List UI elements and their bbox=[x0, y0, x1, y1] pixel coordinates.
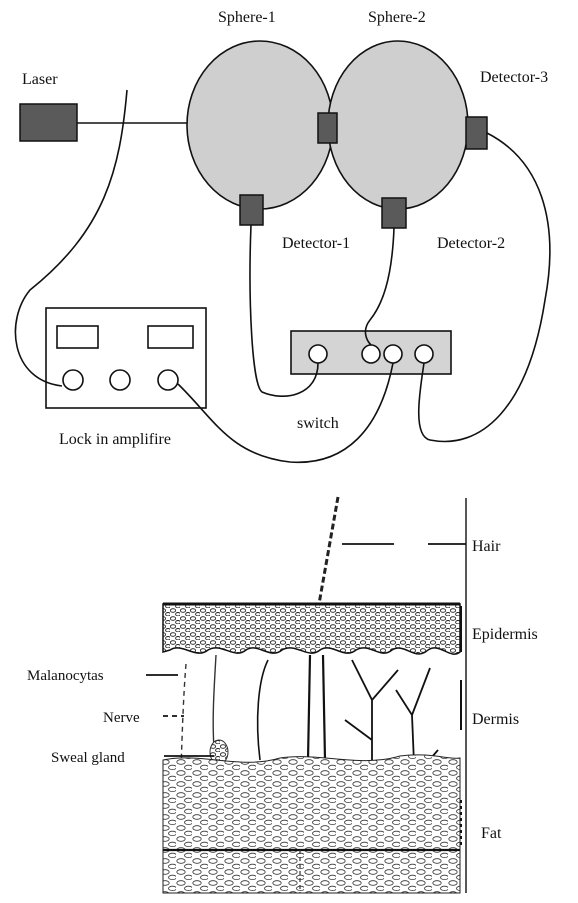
switch-port-4 bbox=[415, 345, 433, 363]
sphere-1-label: Sphere-1 bbox=[218, 9, 276, 26]
amplifier-label: Lock in amplifire bbox=[59, 431, 171, 448]
amplifier-knob-right bbox=[158, 370, 178, 390]
optical-setup: Laser Sphere-1 Sphere-2 Detector-1 Detec… bbox=[15, 9, 549, 462]
detector-2-box bbox=[382, 198, 406, 228]
hair-shaft bbox=[319, 497, 338, 604]
blood-vessel-left bbox=[258, 660, 268, 760]
switch-port-3 bbox=[384, 345, 402, 363]
sphere-2-label: Sphere-2 bbox=[368, 9, 426, 26]
laser-label: Laser bbox=[22, 71, 58, 88]
epidermis-label: Epidermis bbox=[472, 626, 538, 643]
fat-layer bbox=[163, 755, 460, 893]
wire-detector-2-to-switch bbox=[365, 228, 394, 345]
sphere-2 bbox=[328, 41, 468, 209]
nerve-label: Nerve bbox=[103, 710, 140, 726]
amplifier-knob-left bbox=[63, 370, 83, 390]
sweat-gland-duct bbox=[213, 655, 216, 748]
switch-port-2 bbox=[362, 345, 380, 363]
wire-switch-to-amplifier bbox=[178, 363, 393, 462]
skin-cross-section: Hair Epidermis Dermis Fat Malanocytas Ne… bbox=[27, 497, 538, 893]
detector-3-box bbox=[466, 117, 487, 149]
detector-2-label: Detector-2 bbox=[437, 235, 505, 252]
lock-in-amplifier bbox=[46, 308, 206, 408]
fat-label: Fat bbox=[481, 825, 502, 842]
detector-3-label: Detector-3 bbox=[480, 69, 548, 86]
switch-label: switch bbox=[297, 415, 339, 432]
switch-port-1 bbox=[309, 345, 327, 363]
amplifier-knob-middle bbox=[110, 370, 130, 390]
hair-follicle bbox=[308, 655, 325, 768]
sphere-port bbox=[318, 113, 337, 143]
dermis-label: Dermis bbox=[472, 711, 519, 728]
hair-label: Hair bbox=[472, 538, 501, 555]
epidermis-layer bbox=[163, 604, 460, 654]
sweat-gland-label: Sweal gland bbox=[51, 750, 125, 766]
melanocytes-label: Malanocytas bbox=[27, 668, 104, 684]
sphere-1 bbox=[187, 41, 333, 209]
amplifier-display-right bbox=[148, 326, 193, 348]
detector-1-box bbox=[240, 195, 263, 225]
detector-1-label: Detector-1 bbox=[282, 235, 350, 252]
laser-box bbox=[20, 104, 77, 141]
amplifier-display-left bbox=[57, 326, 98, 348]
